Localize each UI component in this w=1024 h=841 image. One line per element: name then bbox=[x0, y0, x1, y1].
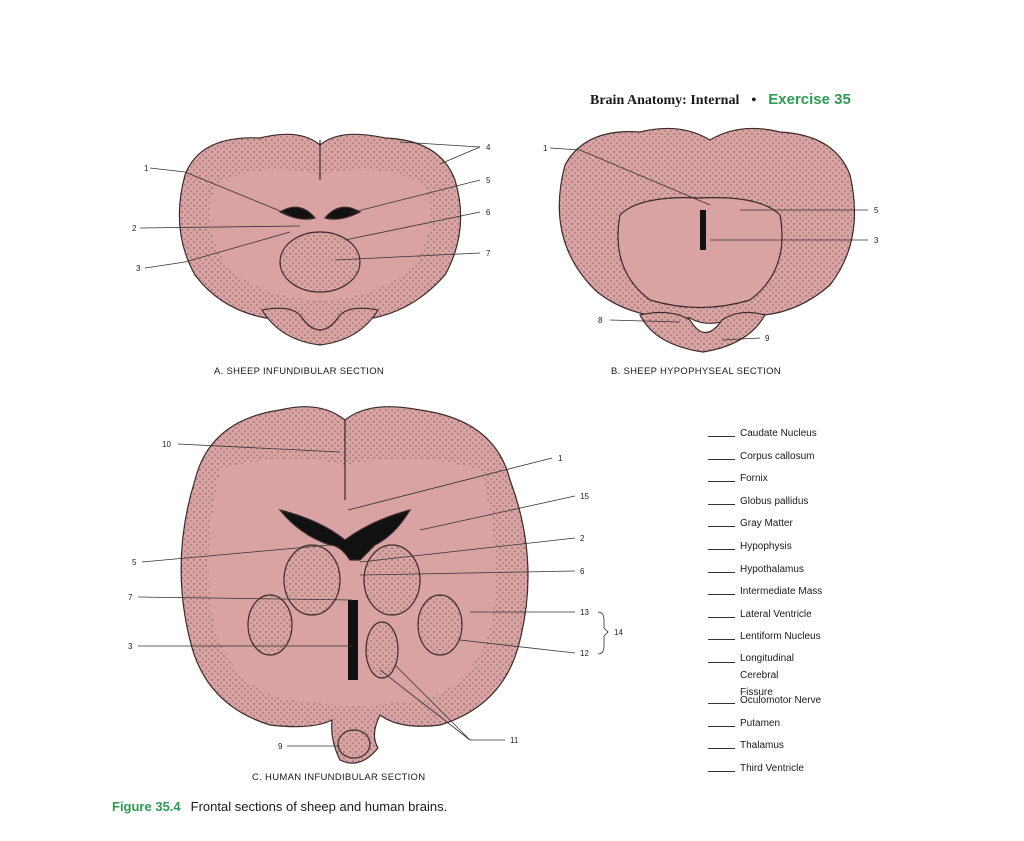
term-label: Hypothalamus bbox=[740, 563, 804, 575]
term-item: Thalamus bbox=[708, 740, 822, 763]
term-item: Longitudinal Cerebral Fissure bbox=[708, 653, 822, 698]
header-title: Brain Anatomy: Internal bbox=[590, 93, 740, 108]
answer-blank[interactable] bbox=[708, 428, 735, 437]
label-a-6: 6 bbox=[486, 208, 491, 217]
header-bullet: • bbox=[751, 93, 757, 108]
label-a-7: 7 bbox=[486, 249, 491, 258]
answer-blank[interactable] bbox=[708, 718, 735, 727]
label-c-1: 1 bbox=[558, 454, 563, 463]
term-label: Thalamus bbox=[740, 740, 784, 752]
term-answer-list: Caudate Nucleus Corpus callosum Fornix G… bbox=[708, 428, 822, 785]
term-label: Third Ventricle bbox=[740, 762, 804, 774]
term-item: Putamen bbox=[708, 718, 822, 741]
label-b-8: 8 bbox=[598, 316, 603, 325]
label-a-5: 5 bbox=[486, 176, 491, 185]
term-item: Corpus callosum bbox=[708, 451, 822, 474]
label-a-2: 2 bbox=[132, 224, 137, 233]
answer-blank[interactable] bbox=[708, 541, 735, 550]
label-c-12: 12 bbox=[580, 649, 589, 658]
term-item: Lentiform Nucleus bbox=[708, 631, 822, 654]
section-b-caption: B. SHEEP HYPOPHYSEAL SECTION bbox=[611, 366, 781, 377]
exercise-label: Exercise 35 bbox=[768, 91, 851, 108]
term-item: Third Ventricle bbox=[708, 763, 822, 786]
sheep-infundibular-section bbox=[178, 133, 462, 346]
label-c-6: 6 bbox=[580, 567, 585, 576]
label-c-13: 13 bbox=[580, 608, 589, 617]
label-a-1: 1 bbox=[144, 164, 149, 173]
answer-blank[interactable] bbox=[708, 473, 735, 483]
label-c-3: 3 bbox=[128, 642, 133, 651]
term-item: Gray Matter bbox=[708, 518, 822, 541]
answer-blank[interactable] bbox=[708, 586, 735, 596]
page-header: Brain Anatomy: Internal • Exercise 35 bbox=[590, 91, 851, 109]
label-b-3: 3 bbox=[874, 236, 879, 245]
label-b-5: 5 bbox=[874, 206, 879, 215]
answer-blank[interactable] bbox=[708, 564, 735, 573]
figure-caption-text: Frontal sections of sheep and human brai… bbox=[190, 799, 448, 814]
term-item: Intermediate Mass bbox=[708, 586, 822, 609]
label-c-9: 9 bbox=[278, 742, 283, 751]
answer-blank[interactable] bbox=[708, 763, 735, 772]
term-item: Caudate Nucleus bbox=[708, 428, 822, 451]
answer-blank[interactable] bbox=[708, 609, 735, 618]
term-label: Hypophysis bbox=[740, 540, 792, 552]
term-item: Globus pallidus bbox=[708, 496, 822, 519]
answer-blank[interactable] bbox=[708, 451, 735, 460]
term-label: Fornix bbox=[740, 473, 768, 485]
term-label: Gray Matter bbox=[740, 518, 793, 530]
answer-blank[interactable] bbox=[708, 518, 735, 528]
label-a-4: 4 bbox=[486, 143, 491, 152]
label-b-9: 9 bbox=[765, 334, 770, 343]
answer-blank[interactable] bbox=[708, 631, 735, 641]
label-a-3: 3 bbox=[136, 264, 141, 273]
term-label: Globus pallidus bbox=[740, 495, 809, 507]
label-c-5: 5 bbox=[132, 558, 137, 567]
term-item: Hypophysis bbox=[708, 541, 822, 564]
term-label: Longitudinal Cerebral Fissure bbox=[740, 652, 794, 698]
label-c-11: 11 bbox=[510, 736, 519, 745]
term-label: Corpus callosum bbox=[740, 450, 815, 462]
term-label: Oculomotor Nerve bbox=[740, 694, 822, 706]
label-c-14: 14 bbox=[614, 628, 623, 637]
section-c-caption: C. HUMAN INFUNDIBULAR SECTION bbox=[252, 772, 426, 783]
term-label: Lateral Ventricle bbox=[740, 608, 812, 620]
term-item: Oculomotor Nerve bbox=[708, 695, 822, 718]
term-label: Caudate Nucleus bbox=[740, 428, 817, 439]
label-c-15: 15 bbox=[580, 492, 589, 501]
label-c-2: 2 bbox=[580, 534, 585, 543]
figure-caption: Figure 35.4 Frontal sections of sheep and… bbox=[112, 799, 447, 814]
figure-number: Figure 35.4 bbox=[112, 799, 181, 814]
term-item: Hypothalamus bbox=[708, 564, 822, 587]
answer-blank[interactable] bbox=[708, 740, 735, 750]
answer-blank[interactable] bbox=[708, 496, 735, 505]
sheep-hypophyseal-section bbox=[558, 127, 856, 353]
label-c-7: 7 bbox=[128, 593, 133, 602]
term-label: Intermediate Mass bbox=[740, 586, 823, 598]
label-c-10: 10 bbox=[162, 440, 171, 449]
answer-blank[interactable] bbox=[708, 695, 735, 704]
label-b-1: 1 bbox=[543, 144, 548, 153]
term-item: Lateral Ventricle bbox=[708, 609, 822, 632]
answer-blank[interactable] bbox=[708, 654, 735, 663]
section-a-caption: A. SHEEP INFUNDIBULAR SECTION bbox=[214, 366, 385, 377]
term-label: Putamen bbox=[740, 717, 781, 729]
term-item: Fornix bbox=[708, 473, 822, 496]
human-infundibular-section bbox=[180, 406, 529, 764]
term-label: Lentiform Nucleus bbox=[740, 631, 821, 643]
